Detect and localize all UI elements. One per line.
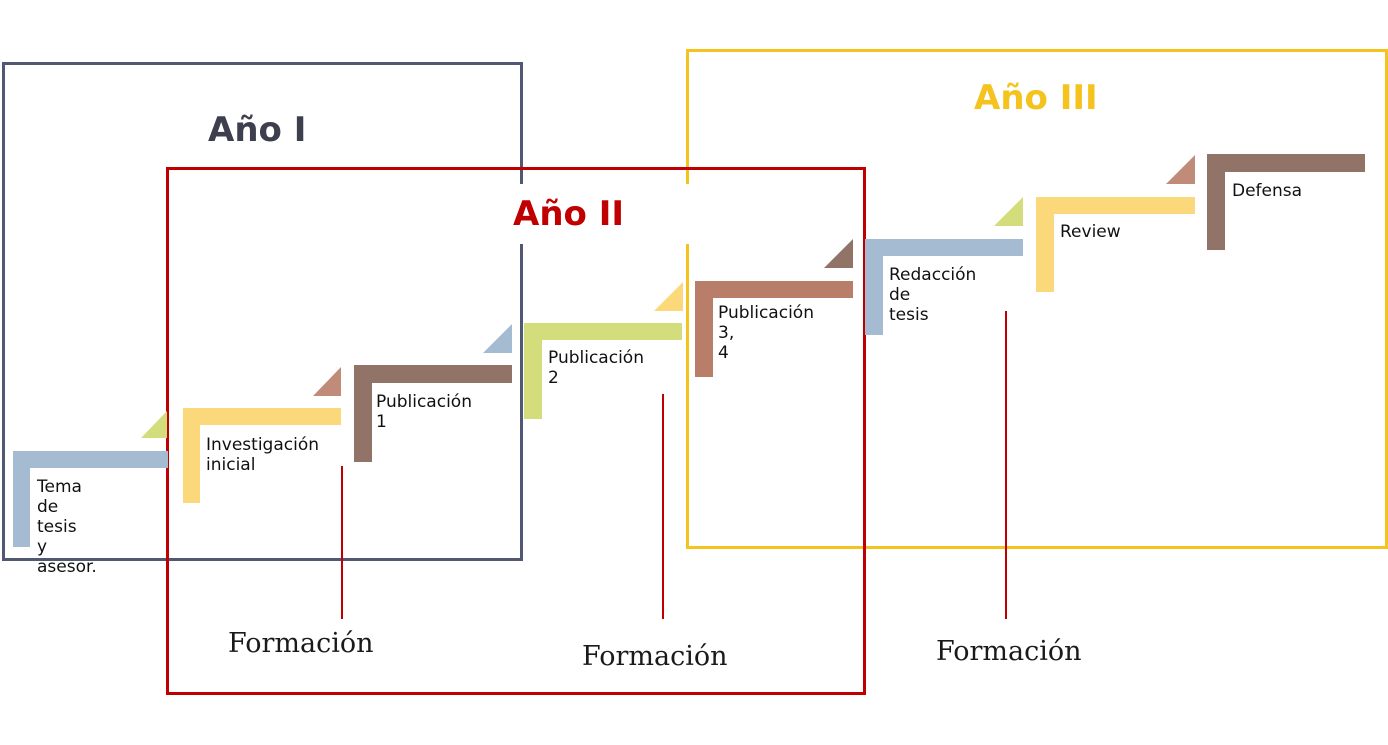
- year-1-frame: [2, 62, 523, 561]
- step-label: Publicación 1: [376, 392, 472, 432]
- step-bar: [865, 239, 1023, 256]
- formacion-marker-line: [1005, 311, 1007, 619]
- formacion-label: Formación: [582, 641, 728, 672]
- frame-gap: [676, 184, 696, 244]
- step-arrow-icon: [141, 411, 167, 438]
- step-bar: [183, 408, 200, 503]
- step-bar: [1036, 197, 1195, 214]
- formacion-label: Formación: [228, 628, 374, 659]
- step-arrow-icon: [994, 197, 1023, 226]
- step-arrow-icon: [654, 282, 683, 311]
- formacion-label: Formación: [936, 636, 1082, 667]
- year-1-title: Año I: [208, 110, 307, 150]
- step-bar: [865, 239, 883, 335]
- step-bar: [13, 451, 168, 468]
- step-bar: [695, 281, 853, 298]
- step-label: Review: [1060, 222, 1121, 242]
- year-2-frame: [166, 167, 866, 695]
- step-bar: [13, 451, 30, 547]
- year-2-title: Año II: [513, 194, 625, 234]
- step-label: Defensa: [1232, 181, 1303, 201]
- year-3-frame: [686, 49, 1388, 549]
- step-bar: [524, 323, 682, 340]
- step-bar: [524, 323, 542, 419]
- formacion-marker-line: [341, 466, 343, 619]
- step-label: Redacción de tesis: [889, 265, 977, 325]
- step-bar: [1036, 197, 1054, 292]
- step-bar: [695, 281, 713, 377]
- step-bar: [1207, 154, 1225, 250]
- step-bar: [183, 408, 341, 425]
- step-bar: [1207, 154, 1365, 172]
- step-arrow-icon: [483, 324, 512, 353]
- step-label: Tema de tesis y asesor.: [37, 477, 97, 577]
- step-arrow-icon: [313, 367, 341, 396]
- frame-gap: [510, 184, 530, 244]
- step-label: Publicación 3, 4: [718, 303, 814, 363]
- step-bar: [354, 365, 372, 462]
- step-bar: [354, 365, 512, 383]
- step-arrow-icon: [1166, 155, 1195, 184]
- formacion-marker-line: [662, 394, 664, 619]
- step-label: Publicación 2: [548, 348, 644, 388]
- step-label: Investigación inicial: [206, 435, 320, 475]
- step-arrow-icon: [824, 239, 853, 268]
- year-3-title: Año III: [974, 78, 1098, 118]
